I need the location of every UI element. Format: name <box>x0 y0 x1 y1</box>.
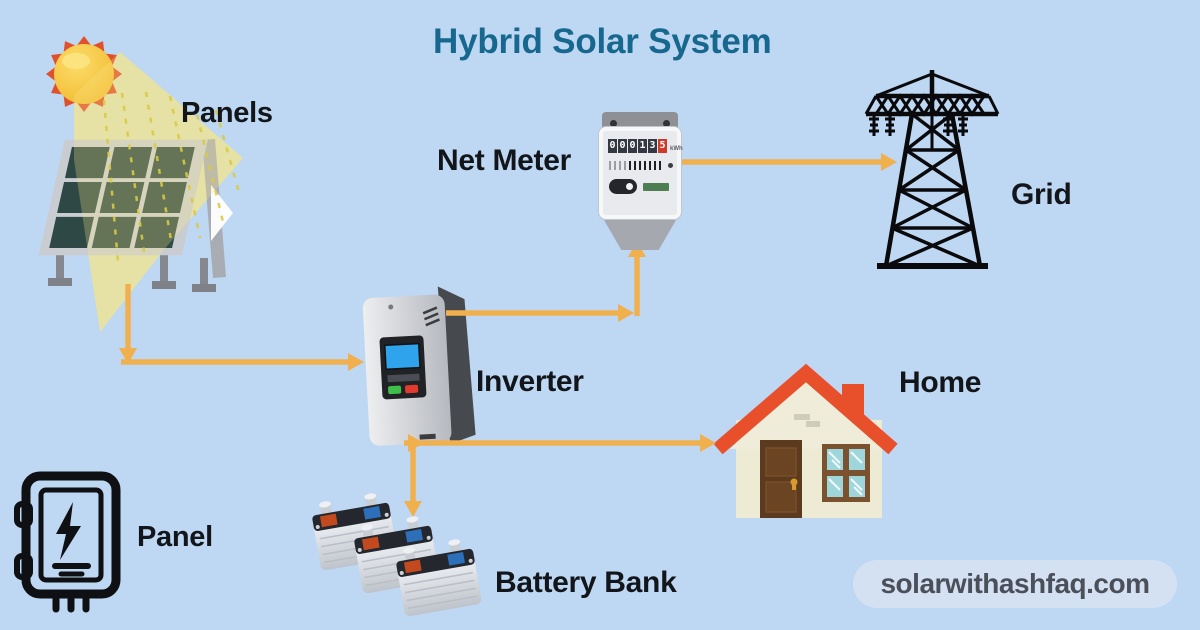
meter-reading-display: 0 0 0 1 3 5 kWh <box>608 139 683 153</box>
net-meter-icon: 0 0 0 1 3 5 kWh <box>598 110 683 250</box>
inverter-icon <box>362 286 476 446</box>
barcode-icon <box>609 161 661 170</box>
arrow-net-meter-to-grid <box>682 153 897 171</box>
battery-bank-icon <box>312 493 482 617</box>
meter-indicator-dot <box>668 163 673 168</box>
home-icon <box>713 363 898 518</box>
meter-unit-label: kWh <box>670 146 683 152</box>
meter-green-tag <box>643 183 669 191</box>
meter-toggle-icon <box>609 179 637 194</box>
door <box>760 440 802 518</box>
battery-bank-label: Battery Bank <box>495 566 677 599</box>
screw-icon <box>663 120 670 127</box>
panel-label: Panel <box>137 521 213 553</box>
net-meter-label: Net Meter <box>437 144 571 177</box>
battery <box>396 539 482 617</box>
grid-label: Grid <box>1011 178 1072 211</box>
grid-tower-icon <box>864 70 1000 269</box>
breaker-panel-icon <box>14 471 121 613</box>
arrow-inverter-to-battery <box>404 446 422 517</box>
arrow-inverter-to-net-meter <box>446 241 646 322</box>
screw-icon <box>610 120 617 127</box>
home-label: Home <box>899 366 982 399</box>
solar-panels-icon <box>38 52 243 332</box>
meter-digit-alert: 5 <box>658 139 667 153</box>
watermark-badge: solarwithashfaq.com <box>853 560 1177 608</box>
page-title: Hybrid Solar System <box>433 22 772 61</box>
flow-arrows <box>119 153 897 517</box>
window <box>822 444 870 502</box>
watermark-text: solarwithashfaq.com <box>880 568 1150 599</box>
arrow-panels-to-inverter <box>119 284 364 371</box>
sun-icon <box>46 36 122 112</box>
meter-digit: 0 <box>628 139 637 153</box>
meter-body: 0 0 0 1 3 5 kWh <box>598 126 683 220</box>
meter-digit: 0 <box>618 139 627 153</box>
meter-digit: 1 <box>638 139 647 153</box>
panels-label: Panels <box>181 97 273 129</box>
inverter-label: Inverter <box>476 365 584 398</box>
meter-digit: 3 <box>648 139 657 153</box>
meter-digit: 0 <box>608 139 617 153</box>
